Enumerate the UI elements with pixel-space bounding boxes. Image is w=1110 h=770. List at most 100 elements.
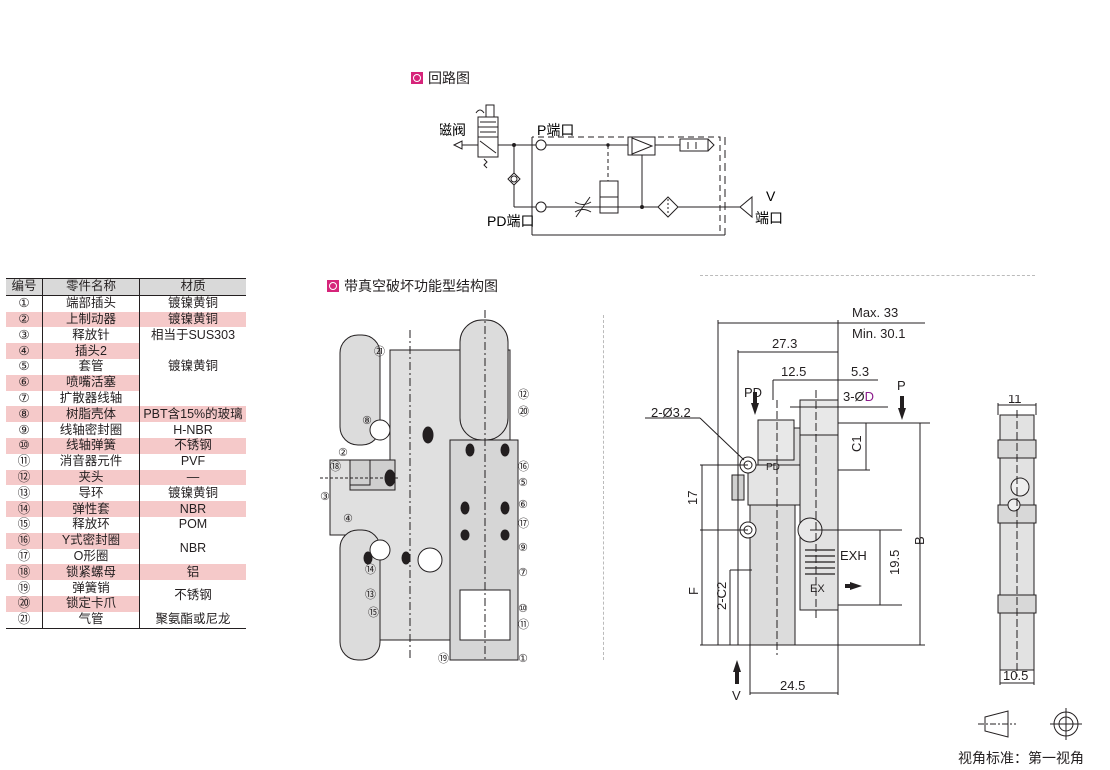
dim-2-c2: 2-C2	[714, 582, 729, 610]
callout-11: ⑪	[518, 618, 529, 631]
part-number: ⑦	[18, 390, 30, 405]
dim-side-10-5: 10.5	[1003, 668, 1028, 683]
dim-mounting-hole: 2-Ø3.2	[651, 405, 691, 420]
part-number: ㉑	[6, 611, 43, 629]
dim-19-5: 19.5	[887, 550, 902, 575]
pd-port-arrow-label: PD	[744, 385, 762, 400]
structure-drawing: ㉑ ⑧ ② ⑱ ③ ④ ⑭ ⑬ ⑮ ⑲ ⑫ ⑳ ⑯ ⑤ ⑥ ⑰ ⑨ ⑦ ⑩ ⑪ …	[320, 310, 529, 665]
v-port-label: 端口	[755, 210, 783, 226]
vacuum-port-symbol	[739, 195, 753, 219]
part-number: ⑨	[18, 422, 30, 437]
dim-17: 17	[685, 491, 700, 505]
part-material: 铝	[139, 564, 246, 581]
dim-min-width: Min. 30.1	[852, 326, 905, 341]
v-port-letter: V	[766, 188, 776, 204]
part-number: ⑯	[6, 532, 43, 549]
callout-19: ⑲	[438, 652, 449, 665]
pd-body-mark: PD	[766, 462, 780, 473]
check-valve-symbol	[507, 172, 521, 186]
divider-horizontal	[700, 275, 1035, 276]
part-material: 镀镍黄铜	[139, 485, 246, 502]
callout-2: ②	[338, 447, 348, 459]
header-material: 材质	[139, 278, 246, 296]
p-port-fitting	[799, 399, 839, 436]
first-angle-cone-icon	[984, 710, 1009, 738]
solenoid-valve-symbol	[475, 104, 499, 169]
section-marker-icon	[327, 280, 339, 292]
dim-port-diameter: 3-ØD	[843, 389, 874, 404]
part-material: 不锈钢	[139, 580, 246, 612]
part-name: 气管	[42, 611, 140, 629]
v-port-arrow-label: V	[732, 688, 741, 703]
circuit-diagram: 电磁阀 P端口 PD端口 V 端口	[440, 104, 783, 236]
header-name: 零件名称	[42, 278, 140, 296]
part-name: Y式密封圈	[42, 532, 140, 549]
part-number: ④	[6, 343, 43, 359]
pd-port-circle	[535, 201, 547, 213]
part-name: 锁定卡爪	[42, 595, 140, 612]
part-number: ③	[18, 327, 30, 342]
part-name: 线轴密封圈	[42, 422, 140, 438]
part-name: 上制动器	[42, 311, 140, 328]
circuit-title-text: 回路图	[428, 70, 470, 86]
part-material	[139, 390, 246, 407]
part-number: ⑬	[17, 485, 31, 500]
dim-max-width: Max. 33	[852, 305, 898, 320]
tube-left-top	[339, 334, 381, 446]
table-row: ⑤ 套管	[6, 358, 246, 375]
part-name: 消音器元件	[42, 453, 140, 470]
divider-vertical	[603, 315, 604, 660]
projection-symbol	[978, 708, 1082, 740]
callout-4: ④	[343, 513, 353, 525]
callout-10: ⑩	[518, 603, 528, 615]
part-number: ⑳	[6, 595, 43, 612]
part-number: ⑩	[6, 437, 43, 454]
callout-13: ⑬	[365, 588, 376, 601]
part-name: 套管	[42, 358, 140, 375]
part-name: 锁紧螺母	[42, 564, 140, 581]
p-port-arrow-label: P	[897, 378, 906, 393]
part-number: ⑰	[17, 548, 31, 563]
callout-18: ⑱	[330, 460, 341, 473]
dim-24-5: 24.5	[780, 678, 805, 693]
part-name: 弹性套	[42, 501, 140, 517]
callout-16: ⑯	[518, 460, 529, 473]
callout-5: ⑤	[518, 477, 528, 489]
dim-c1: C1	[849, 435, 864, 452]
part-material: 聚氨酯或尼龙	[139, 611, 246, 629]
part-material: 镀镍黄铜	[139, 311, 246, 328]
part-name: 弹簧销	[42, 580, 140, 596]
callout-15: ⑮	[368, 606, 379, 619]
part-material: 镀镍黄铜	[139, 343, 246, 391]
projection-label: 视角标准：第一视角	[958, 750, 1084, 766]
part-material: POM	[139, 516, 246, 533]
p-port-circle	[535, 139, 547, 151]
part-number: ⑥	[6, 374, 43, 391]
part-material: H-NBR	[139, 422, 246, 438]
part-number: ⑤	[18, 359, 30, 374]
part-number: ⑮	[17, 517, 31, 532]
section-marker-icon	[411, 72, 423, 84]
part-name: 线轴弹簧	[42, 437, 140, 454]
part-name: 树脂壳体	[42, 406, 140, 423]
part-number: ②	[6, 311, 43, 328]
callout-9: ⑨	[518, 542, 528, 554]
dim-12-5: 12.5	[781, 364, 806, 379]
callout-14: ⑭	[365, 563, 376, 576]
dim-b: B	[912, 536, 927, 545]
callout-6: ⑥	[518, 499, 528, 511]
circuit-title: 回路图	[411, 68, 470, 88]
